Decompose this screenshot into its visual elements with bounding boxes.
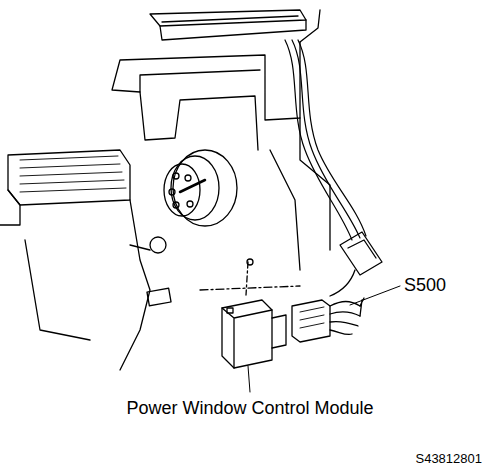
switch-terminal bbox=[169, 189, 175, 195]
vent-slats bbox=[20, 156, 126, 192]
wire-harness bbox=[330, 270, 355, 296]
part-label: Power Window Control Module bbox=[126, 399, 373, 417]
module-connector bbox=[292, 300, 330, 342]
control-module bbox=[222, 300, 272, 368]
dash-frame bbox=[300, 10, 320, 42]
plug-hole bbox=[150, 237, 166, 253]
dash-frame bbox=[0, 190, 20, 225]
leader-line bbox=[248, 366, 250, 392]
dash-frame bbox=[140, 92, 258, 150]
air-vent bbox=[8, 150, 130, 205]
clip bbox=[147, 288, 171, 306]
switch-terminal bbox=[187, 201, 193, 207]
wire-harness bbox=[298, 40, 366, 236]
switch-housing bbox=[173, 150, 237, 226]
dash-frame bbox=[112, 42, 300, 120]
defrost-bezel bbox=[150, 10, 306, 26]
connector-wires bbox=[330, 302, 360, 335]
module-socket bbox=[272, 315, 286, 348]
switch-housing bbox=[171, 156, 219, 220]
leader-line bbox=[350, 286, 400, 305]
figure-id: S43812801 bbox=[415, 452, 482, 465]
mounting-line bbox=[200, 286, 300, 290]
defrost-bezel-side bbox=[160, 20, 306, 40]
switch-terminal bbox=[173, 202, 179, 208]
wire-harness bbox=[292, 40, 360, 238]
module-tab bbox=[227, 308, 233, 313]
switch-terminal bbox=[173, 173, 179, 179]
dash-frame bbox=[130, 245, 150, 250]
dash-frame bbox=[25, 200, 150, 370]
harness-connector bbox=[340, 232, 382, 275]
switch-terminal bbox=[185, 175, 191, 181]
dash-frame bbox=[270, 118, 330, 270]
splice-label: S500 bbox=[404, 276, 446, 294]
wire-harness bbox=[285, 40, 352, 240]
control-module-edge bbox=[222, 308, 272, 368]
connector-pins bbox=[300, 307, 324, 328]
switch-shaft bbox=[180, 180, 205, 192]
mounting-line bbox=[246, 262, 248, 295]
